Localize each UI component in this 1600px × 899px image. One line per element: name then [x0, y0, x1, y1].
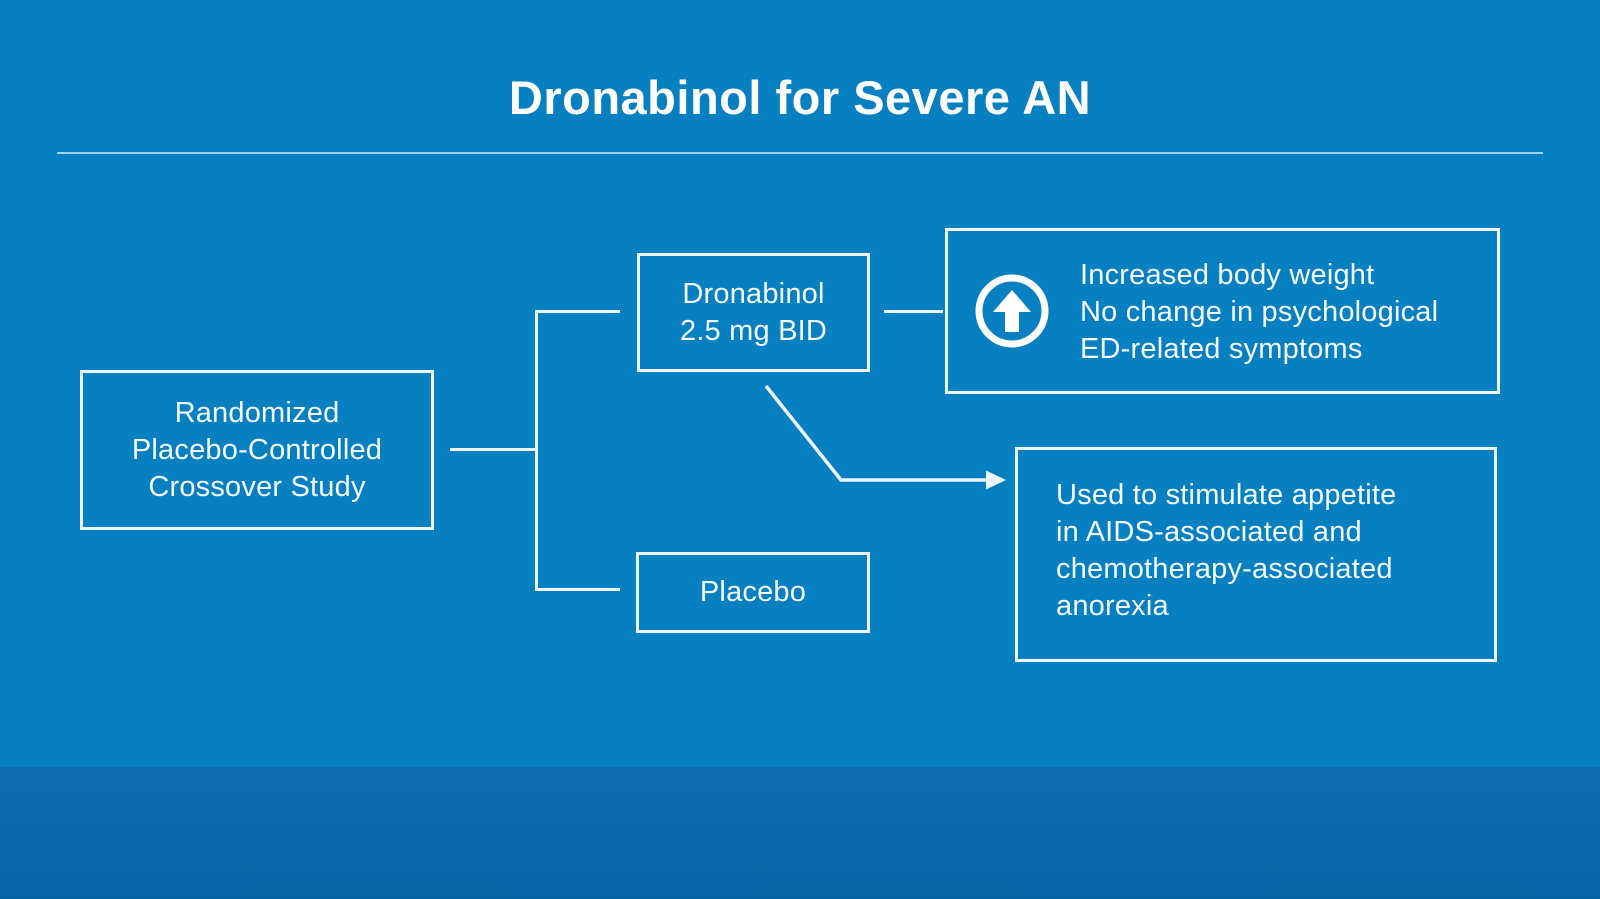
- indication-box-text: Used to stimulate appetite in AIDS-assoc…: [1056, 479, 1397, 622]
- study-box-text: Randomized Placebo-Controlled Crossover …: [131, 396, 383, 503]
- indication-box: Used to stimulate appetite in AIDS-assoc…: [1015, 447, 1497, 662]
- connector-branch-to-drug: [535, 310, 620, 313]
- drug-box: Dronabinol 2.5 mg BID: [637, 253, 870, 372]
- placebo-box: Placebo: [636, 552, 870, 633]
- connector-drug-to-outcome: [884, 310, 943, 313]
- study-box: Randomized Placebo-Controlled Crossover …: [80, 370, 434, 530]
- drug-box-text: Dronabinol 2.5 mg BID: [679, 277, 828, 347]
- outcome-box: Increased body weight No change in psych…: [945, 228, 1500, 394]
- connector-branch-vertical: [535, 310, 538, 591]
- title-divider: [57, 152, 1543, 154]
- slide-title: Dronabinol for Severe AN: [508, 71, 1092, 124]
- arrow-up-circle-icon: [975, 274, 1049, 348]
- connector-branch-to-placebo: [535, 588, 620, 591]
- footer-band: Andries, A., Frystyk, J., Flyvbjerg, A.,…: [0, 767, 1600, 899]
- outcome-box-text: Increased body weight No change in psych…: [1080, 258, 1439, 365]
- placebo-box-text: Placebo: [699, 576, 807, 608]
- connector-study-to-branch: [450, 448, 535, 451]
